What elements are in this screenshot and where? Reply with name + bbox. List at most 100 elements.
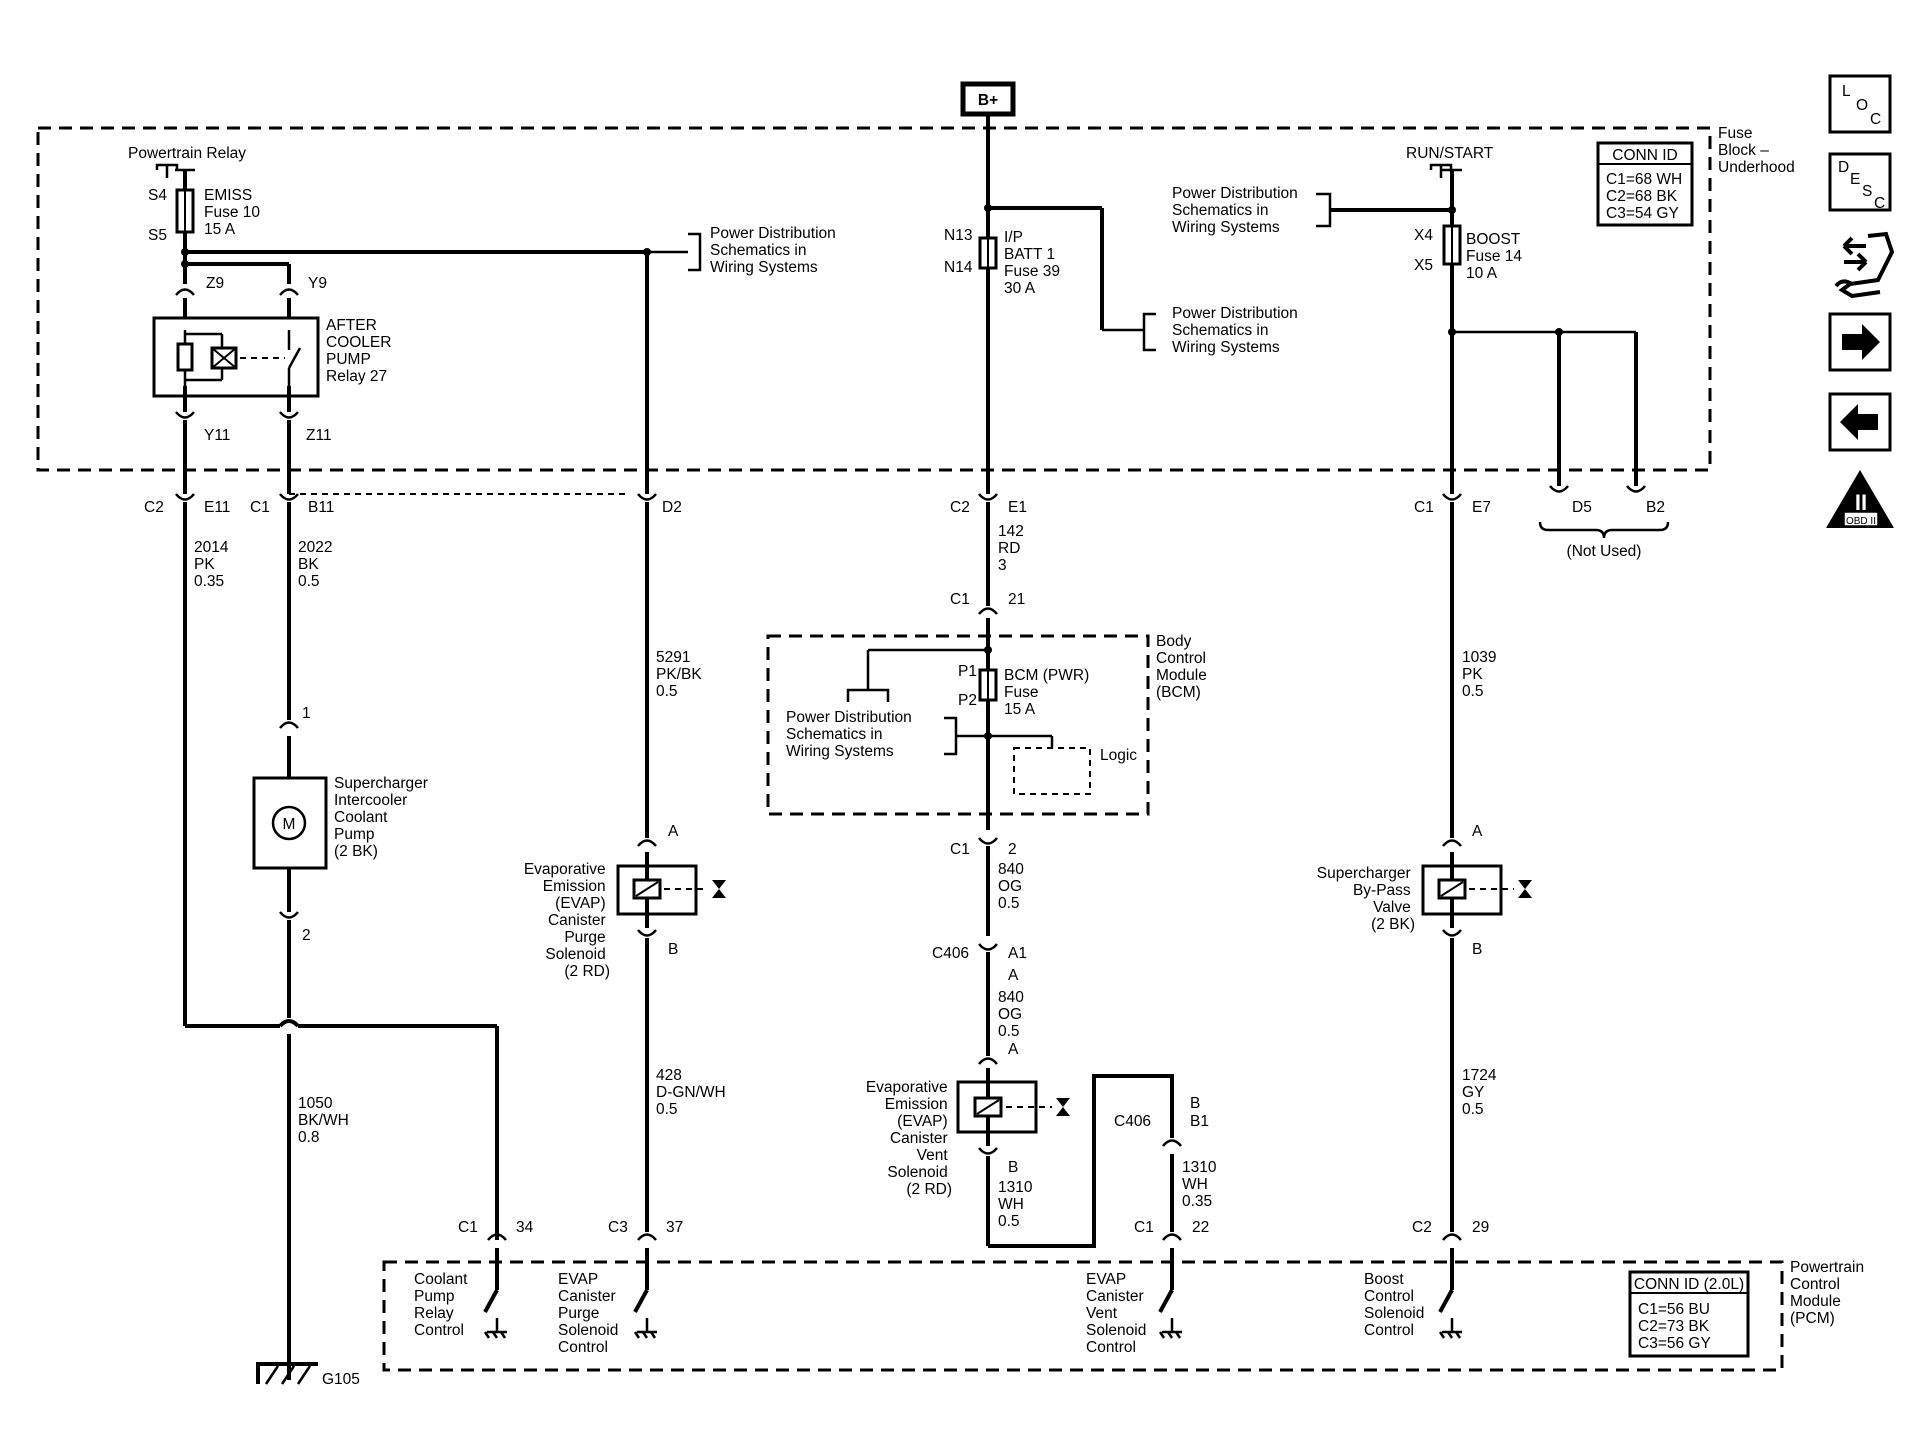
wire-840a: 840 OG 0.5 (998, 861, 1028, 912)
svg-text:E1: E1 (1008, 499, 1027, 516)
svg-text:21: 21 (1008, 591, 1025, 608)
wire-142: 142 RD 3 (998, 523, 1028, 574)
pcm-title: Powertrain Control Module (PCM) (1790, 1259, 1868, 1327)
svg-text:S: S (1862, 183, 1872, 200)
svg-text:C1=56 BU: C1=56 BU (1638, 1301, 1710, 1318)
svg-text:II: II (1855, 490, 1867, 515)
svg-text:C2=73 BK: C2=73 BK (1638, 1318, 1710, 1335)
svg-text:C1: C1 (1414, 499, 1434, 516)
svg-text:O: O (1856, 97, 1868, 114)
svg-text:L: L (1842, 83, 1851, 100)
svg-text:C406: C406 (932, 945, 969, 962)
svg-text:B1: B1 (1190, 1113, 1209, 1130)
wire-840b: 840 OG 0.5 (998, 989, 1028, 1040)
wire-1310b: 1310 WH 0.35 (1182, 1159, 1221, 1210)
svg-text:C3: C3 (608, 1219, 628, 1236)
pcm-switch-vent (1158, 1248, 1182, 1339)
bplus-label: B+ (978, 92, 998, 109)
run-start-label: RUN/START (1406, 145, 1494, 162)
pcm-boost-label: Boost Control Solenoid Control (1364, 1271, 1429, 1339)
svg-text:Z9: Z9 (206, 275, 224, 292)
svg-text:A: A (1008, 1041, 1019, 1058)
bcm-fuse-label: BCM (PWR) Fuse 15 A (1004, 667, 1094, 718)
bcm-power-dist: Power Distribution Schematics in Wiring … (786, 709, 916, 760)
fuse-block-title: Fuse Block – Underhood (1718, 125, 1795, 176)
svg-text:X4: X4 (1414, 227, 1433, 244)
next-page-button[interactable] (1828, 312, 1892, 372)
purge-solenoid-label: Evaporative Emission (EVAP) Canister Pur… (524, 861, 610, 980)
svg-text:B: B (668, 941, 678, 958)
svg-text:C: C (1874, 195, 1885, 212)
power-dist-1: Power Distribution Schematics in Wiring … (710, 225, 840, 276)
wire-1050: 1050 BK/WH 0.8 (298, 1095, 353, 1146)
wire-1310a: 1310 WH 0.5 (998, 1179, 1037, 1230)
obd-ii-icon[interactable]: II OBD II (1826, 470, 1894, 528)
svg-text:2: 2 (302, 927, 311, 944)
svg-text:2: 2 (1008, 841, 1017, 858)
svg-text:29: 29 (1472, 1219, 1489, 1236)
emiss-fuse (175, 188, 195, 234)
powertrain-relay-label: Powertrain Relay (128, 145, 246, 162)
wire-2022: 2022 BK 0.5 (298, 539, 337, 590)
ip-batt-fuse (978, 236, 998, 270)
svg-text:A: A (1008, 967, 1019, 984)
wire-2014: 2014 PK 0.35 (194, 539, 233, 590)
not-used-brace (1538, 521, 1670, 539)
arrow-right-icon (1842, 324, 1880, 360)
not-used-label: (Not Used) (1567, 543, 1642, 560)
bcm-fuse (978, 668, 998, 702)
coolant-pump-label: Supercharger Intercooler Coolant Pump (2… (334, 775, 432, 860)
svg-text:N13: N13 (944, 227, 972, 244)
vent-solenoid-label: Evaporative Emission (EVAP) Canister Ven… (866, 1079, 952, 1198)
purge-solenoid (616, 852, 726, 928)
pcm-switch-boost (1438, 1248, 1462, 1339)
svg-text:C1=68 WH: C1=68 WH (1606, 171, 1682, 188)
svg-text:OBD II: OBD II (1846, 516, 1876, 527)
svg-text:C406: C406 (1114, 1113, 1151, 1130)
bcm-title: Body Control Module (BCM) (1156, 633, 1211, 701)
row1-connectors (175, 493, 1462, 501)
power-dist-3: Power Distribution Schematics in Wiring … (1172, 305, 1302, 356)
bcm-logic-label: Logic (1100, 747, 1137, 764)
svg-text:C2: C2 (144, 499, 164, 516)
wire-428: 428 D-GN/WH 0.5 (656, 1067, 730, 1118)
svg-text:E11: E11 (204, 499, 230, 516)
coolant-pump: M (252, 776, 328, 870)
svg-text:C1: C1 (1134, 1219, 1154, 1236)
desc-button[interactable]: D E S C (1828, 152, 1892, 212)
svg-text:C2: C2 (1412, 1219, 1432, 1236)
svg-text:C3=56 GY: C3=56 GY (1638, 1335, 1711, 1352)
svg-text:C1: C1 (950, 841, 970, 858)
svg-text:CONN ID: CONN ID (1612, 147, 1677, 164)
bcm-outline (766, 634, 1150, 816)
motor-icon: M (283, 816, 296, 833)
svg-text:C: C (1870, 111, 1881, 128)
svg-text:C2=68 BK: C2=68 BK (1606, 188, 1678, 205)
bypass-valve (1421, 852, 1532, 928)
svg-text:37: 37 (666, 1219, 683, 1236)
ground-g105 (256, 1362, 318, 1385)
svg-text:22: 22 (1192, 1219, 1209, 1236)
emiss-fuse-label: EMISS Fuse 10 15 A (204, 187, 264, 238)
svg-text:C1: C1 (458, 1219, 478, 1236)
connector-view-icon[interactable] (1834, 231, 1895, 299)
svg-text:Z11: Z11 (306, 427, 332, 444)
svg-text:S5: S5 (148, 227, 167, 244)
svg-text:1: 1 (302, 705, 311, 722)
svg-text:Y9: Y9 (308, 275, 327, 292)
power-dist-2: Power Distribution Schematics in Wiring … (1172, 185, 1302, 236)
pcm-conn-id: CONN ID (2.0L) C1=56 BU C2=73 BK C3=56 G… (1628, 1270, 1750, 1358)
svg-text:A: A (668, 823, 679, 840)
svg-text:A: A (1472, 823, 1483, 840)
svg-text:E7: E7 (1472, 499, 1491, 516)
svg-text:Y11: Y11 (204, 427, 230, 444)
svg-text:CONN ID (2.0L): CONN ID (2.0L) (1634, 1276, 1744, 1293)
wire-1039: 1039 PK 0.5 (1462, 649, 1501, 700)
loc-button[interactable]: L O C (1828, 74, 1892, 134)
svg-text:B: B (1472, 941, 1482, 958)
prev-page-button[interactable] (1828, 392, 1892, 452)
ip-batt-fuse-label: I/P BATT 1 Fuse 39 30 A (1004, 229, 1064, 297)
wire-1724: 1724 GY 0.5 (1462, 1067, 1501, 1118)
svg-text:34: 34 (516, 1219, 534, 1236)
